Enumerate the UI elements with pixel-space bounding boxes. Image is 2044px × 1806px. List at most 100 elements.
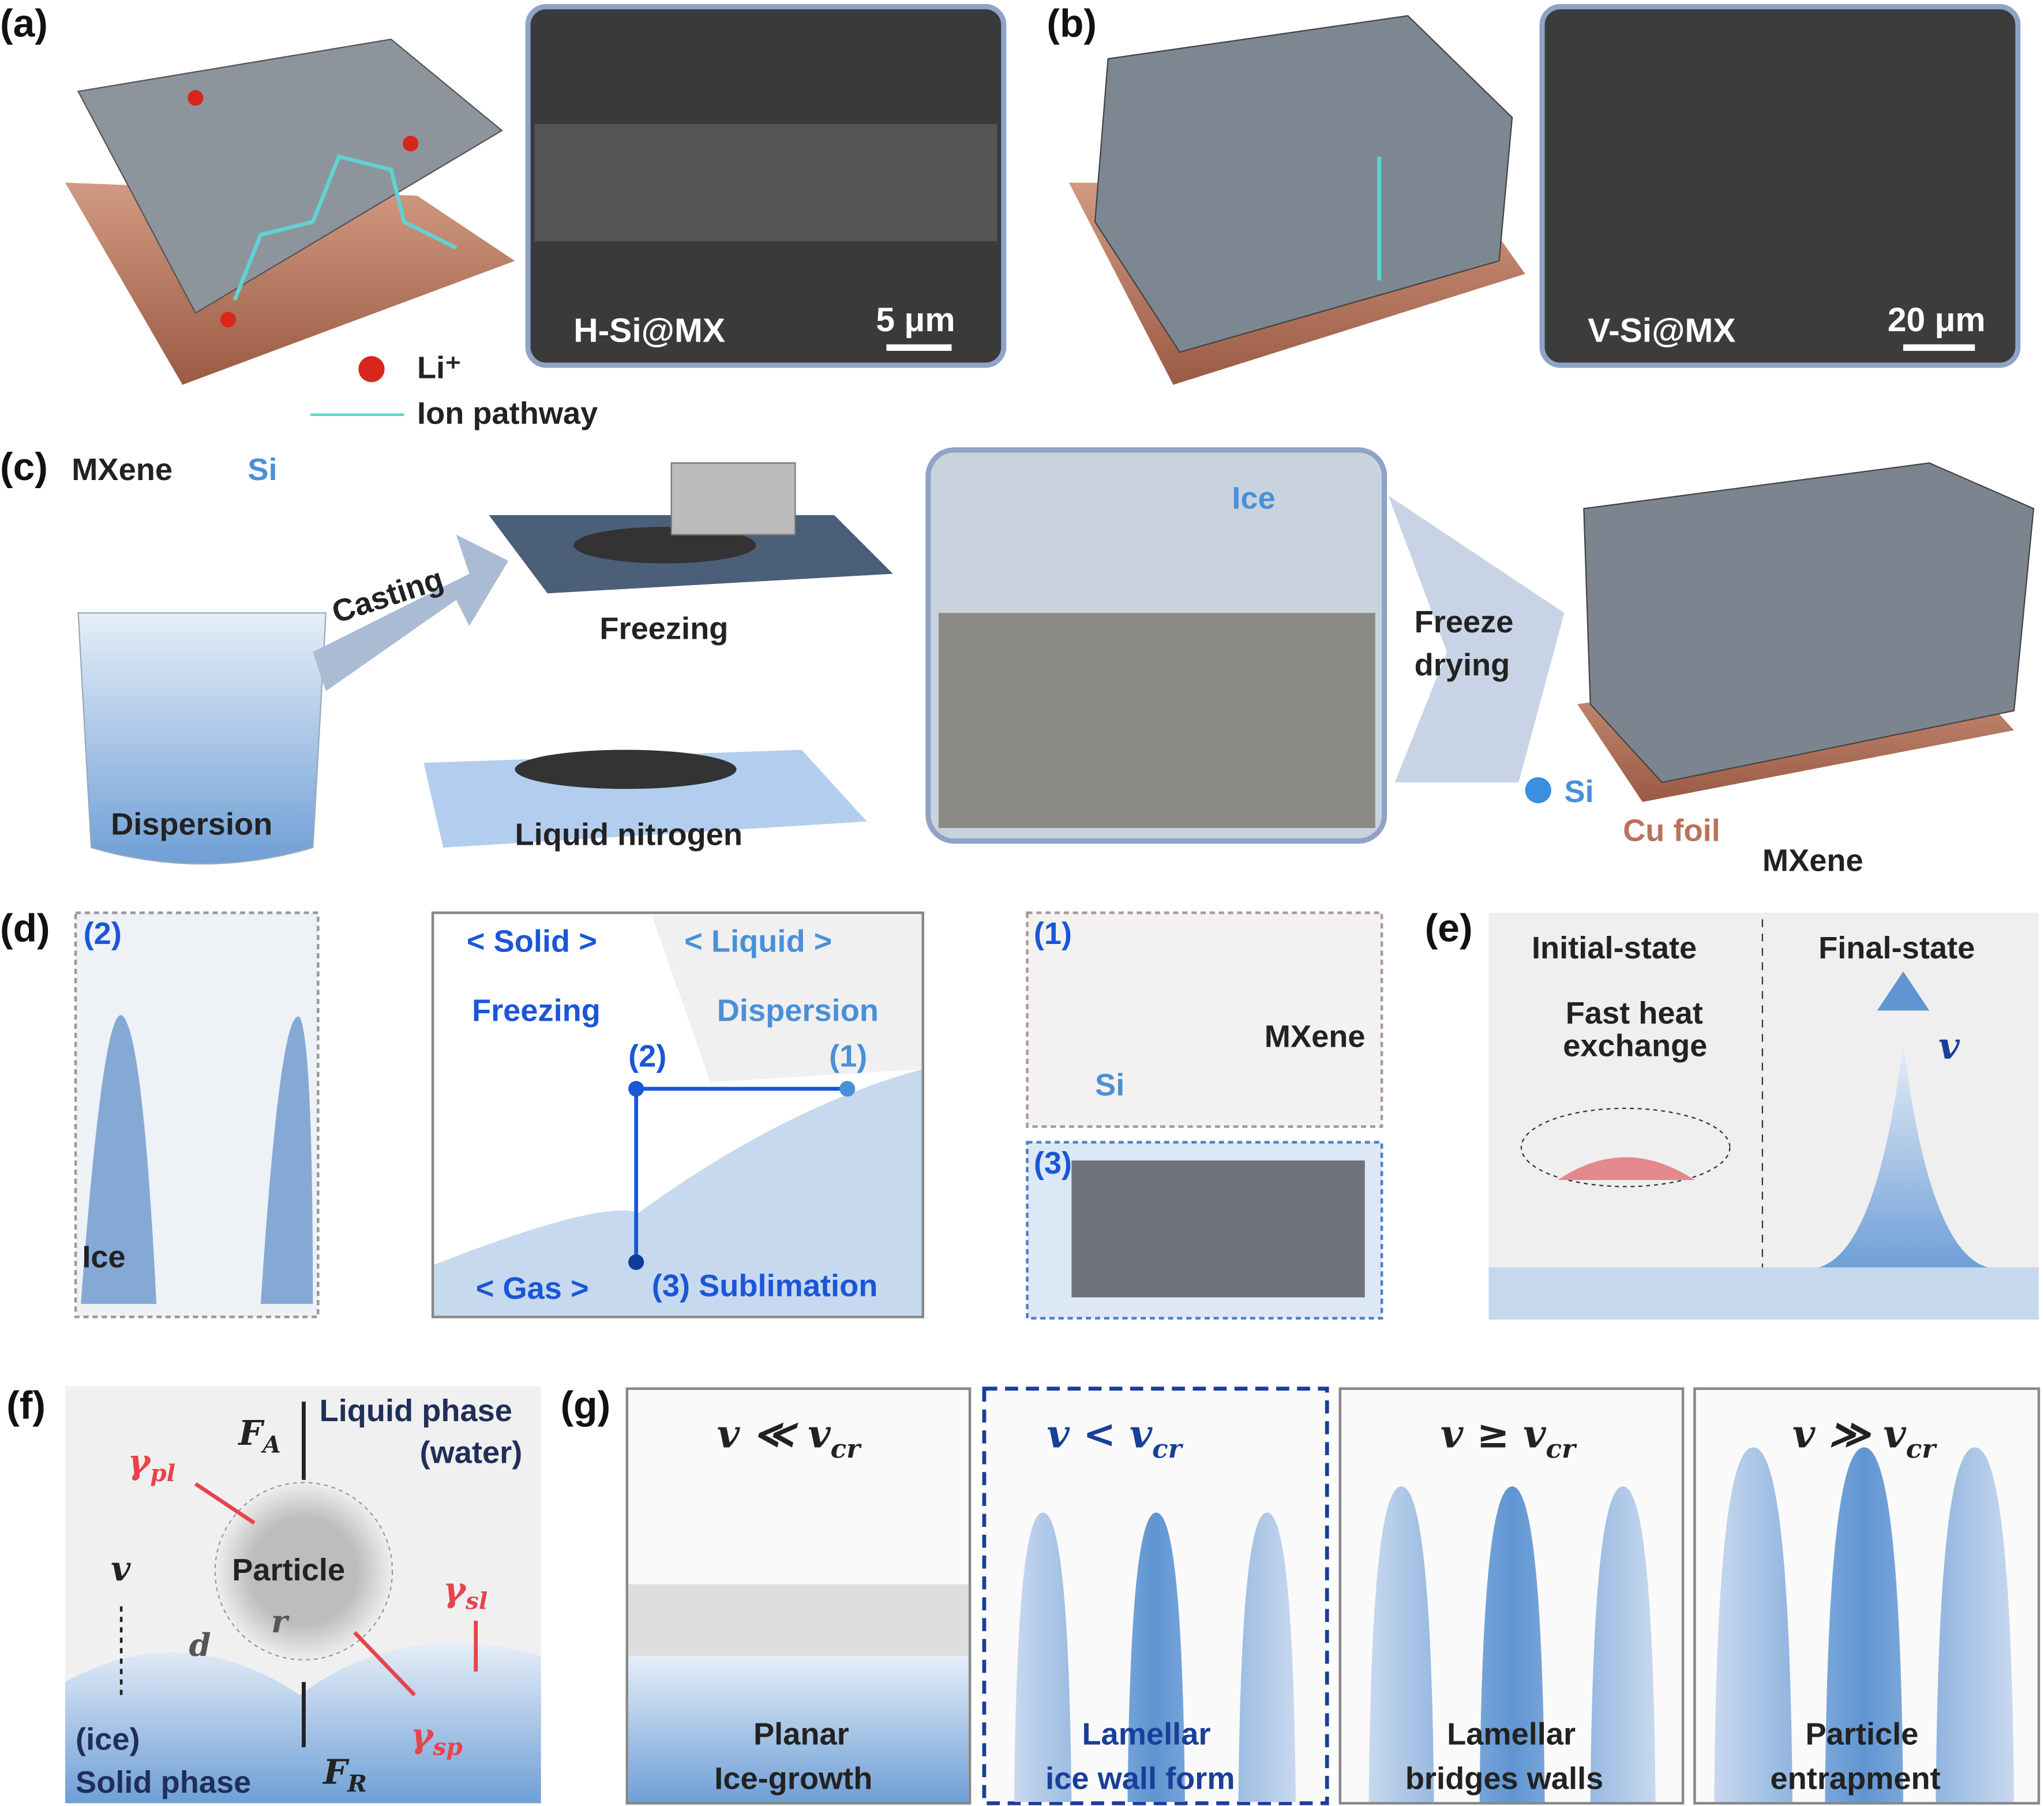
label-si: Si (1095, 1067, 1124, 1102)
label-mxene-wall: MXene (1762, 844, 1863, 878)
point-2 (628, 1081, 644, 1097)
heat-bump (1558, 1157, 1695, 1181)
label-fast-heat: Fast heat (1566, 996, 1703, 1031)
panel-label-e: (e) (1425, 907, 1473, 950)
si-legend-icon (1525, 777, 1551, 804)
label-distance: d (189, 1627, 211, 1663)
label-dispersion: Dispersion (111, 807, 272, 841)
label-si: Si (247, 452, 277, 487)
regime-label-line1: Planar (753, 1717, 849, 1752)
label-fr: FR (322, 1752, 367, 1797)
label-mxene: MXene (1265, 1020, 1366, 1054)
label-radius: r (271, 1603, 290, 1640)
condition-label: v ≫ vcr (1792, 1410, 1937, 1464)
label-gamma-sl: γsl (443, 1569, 487, 1615)
label-particle: Particle (232, 1553, 345, 1587)
panel-label-b: (b) (1047, 2, 1097, 46)
label-solid: < Solid > (467, 924, 597, 959)
panel-label-a: (a) (0, 2, 48, 46)
zoom-ellipse (1520, 1107, 1731, 1187)
regime-lamellar: v < vcr Lamellar ice wall form (982, 1387, 1329, 1805)
panel-d: (d) (2) Ice < Solid > < Liquid > Freezin… (0, 907, 1383, 1320)
layered-mxene-sheets (77, 38, 503, 314)
scale-bar (1903, 344, 1975, 351)
panel-label-f: (f) (6, 1384, 46, 1427)
ion-pathway-arrow (232, 154, 457, 301)
beaker-dispersion (77, 612, 327, 865)
frozen-film (515, 750, 737, 789)
ice-crystal (260, 1016, 313, 1304)
li-ion (187, 90, 204, 106)
particle-layer (628, 1584, 969, 1656)
panel-g: (g) v ≪ vcr Planar Ice-growth v < vcr La… (561, 1384, 2041, 1805)
ice-lamellae (1714, 1447, 2015, 1802)
regime-bridges: v ≥ vcr Lamellar bridges walls (1338, 1387, 1685, 1805)
label-mxene: MXene (72, 452, 172, 487)
arrow-casting (313, 534, 509, 691)
gamma-sp-line (353, 1631, 416, 1697)
liquid-region (651, 915, 922, 1082)
point-3 (628, 1254, 644, 1271)
doctor-blade (670, 462, 796, 535)
inset-1 (1026, 911, 1383, 1128)
panel-e: (e) Initial-state Final-state Fast heat … (1425, 907, 2039, 1320)
label-freeze: Freeze (1415, 605, 1514, 639)
regime-label-line1: Lamellar (1082, 1717, 1210, 1752)
cast-film (573, 527, 756, 564)
vertical-mxene-channels (1094, 15, 1513, 353)
frozen-channels (938, 613, 1375, 829)
panel-a: (a) H-Si@MX 5 μm Li⁺ Ion pathway (0, 2, 1007, 431)
legend-ion-pathway: Ion pathway (417, 396, 598, 431)
point-1 (839, 1081, 856, 1097)
label-si-particle: Si (1564, 774, 1593, 809)
gas-region (434, 1069, 922, 1316)
label-drying: drying (1415, 648, 1510, 683)
velocity-symbol: v (1938, 1025, 1960, 1067)
scale-bar-label: 5 μm (876, 301, 955, 339)
freeze-dried-walls (1071, 1160, 1365, 1298)
label-gamma-pl: γpl (127, 1442, 175, 1487)
legend-li: Li⁺ (417, 351, 462, 385)
label-gas: < Gas > (476, 1271, 589, 1306)
inset-label-3: (3) (1034, 1146, 1072, 1181)
label-liquid-phase: Liquid phase (320, 1393, 512, 1428)
scale-bar-label: 20 μm (1888, 301, 1986, 339)
label-water: (water) (420, 1435, 523, 1470)
label-ice: (ice) (76, 1722, 140, 1757)
point-1-label: (1) (829, 1039, 867, 1074)
planar-ice (628, 1655, 969, 1802)
regime-label-line1: Lamellar (1447, 1717, 1576, 1752)
condition-label: v ≥ vcr (1441, 1410, 1577, 1464)
li-ion (403, 136, 419, 152)
label-ice: Ice (1232, 481, 1275, 515)
freeze-dried-structure (1583, 462, 2035, 784)
regime-label-line1: Particle (1805, 1717, 1918, 1752)
scale-bar (886, 344, 952, 351)
label-liquid: < Liquid > (684, 924, 832, 959)
panel-label-g: (g) (561, 1384, 611, 1427)
inset-label-1: (1) (1034, 916, 1072, 951)
point-2-label: (2) (628, 1039, 666, 1074)
panel-label-d: (d) (0, 907, 50, 950)
ice-lamellae (1014, 1512, 1296, 1802)
regime-planar: v ≪ vcr Planar Ice-growth (625, 1387, 972, 1805)
label-sublimation: (3) Sublimation (652, 1268, 878, 1303)
label-final-state: Final-state (1818, 931, 1975, 965)
regime-label-line2: bridges walls (1405, 1761, 1604, 1796)
label-gamma-sp: γsp (411, 1715, 463, 1761)
particle (214, 1482, 393, 1661)
condition-label: v ≪ vcr (717, 1410, 862, 1464)
regime-label-line2: ice wall form (1045, 1761, 1235, 1796)
ice-lamellae (1368, 1486, 1656, 1802)
panel-f: (f) Particle FA FR Liquid phase (water) … (6, 1384, 541, 1804)
label-dispersion: Dispersion (717, 993, 879, 1028)
label-liquid-nitrogen: Liquid nitrogen (515, 817, 743, 852)
gamma-pl-line (194, 1482, 256, 1525)
label-solid-phase: Solid phase (76, 1765, 251, 1800)
label-ice: Ice (82, 1240, 125, 1275)
sem-image-v-si-mx (1539, 4, 2021, 368)
arrow-freeze-drying (1388, 495, 1565, 782)
label-velocity: v (111, 1549, 131, 1588)
label-initial-state: Initial-state (1532, 931, 1697, 965)
